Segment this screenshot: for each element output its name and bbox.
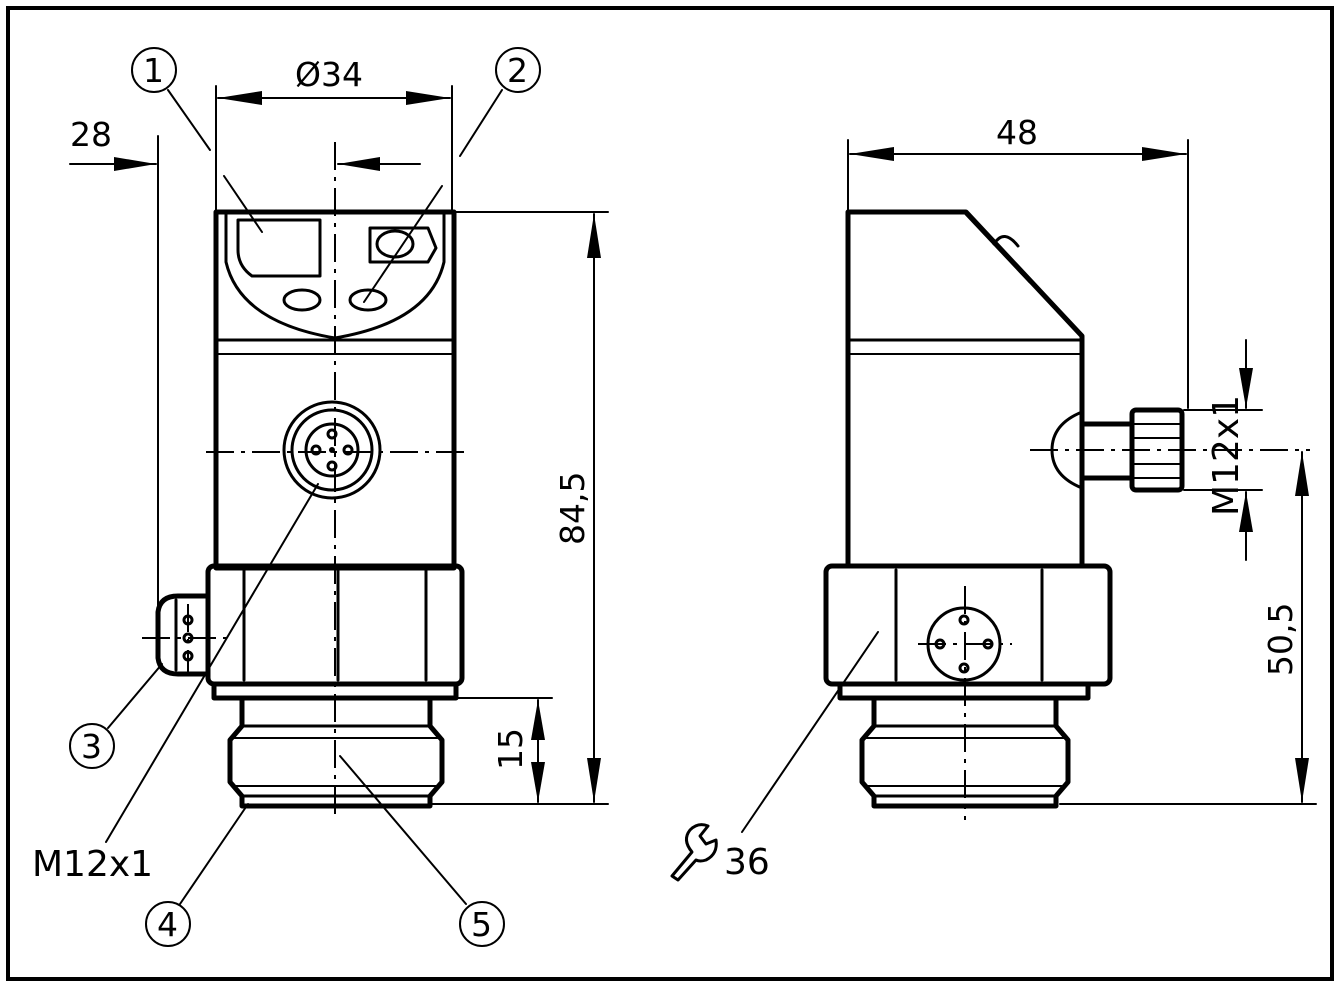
dim-conn-height-arrow-top xyxy=(1295,452,1309,496)
callout-2-leader-b xyxy=(363,185,443,303)
led xyxy=(375,229,415,259)
button-right xyxy=(348,288,388,312)
dim-offset-label: 28 xyxy=(70,115,112,154)
dim-offset-arrow-left xyxy=(114,157,156,171)
dim-conn-arrow-top xyxy=(1239,368,1253,408)
dim-height-arrow-top xyxy=(587,214,601,258)
display-window xyxy=(236,218,322,278)
dim-diameter-label: Ø34 xyxy=(295,55,363,94)
side-connector-thread-label: M12x1 xyxy=(1206,395,1247,516)
dim-height-arrow-bottom xyxy=(587,758,601,802)
callout-5-circle xyxy=(459,901,505,947)
connector-leader xyxy=(105,483,319,843)
front-connector-ring xyxy=(290,408,374,492)
callout-1-leader-b xyxy=(223,175,263,233)
front-connector-outer xyxy=(282,400,382,500)
callout-2-leader-a xyxy=(459,89,503,157)
front-connector-pin-3 xyxy=(342,444,354,456)
front-connector-inner xyxy=(304,422,360,478)
dim-conn-height-label: 50,5 xyxy=(1261,603,1300,676)
callout-1-circle xyxy=(131,47,177,93)
wrench-size-label: 36 xyxy=(724,842,770,883)
dim-conn-arrow-bottom xyxy=(1239,492,1253,532)
dim-height-label: 84,5 xyxy=(553,472,592,545)
front-connector-pin-2 xyxy=(310,444,322,456)
callout-4-leader xyxy=(179,803,249,905)
callout-1-leader-a xyxy=(167,89,211,151)
callout-1: 1 xyxy=(143,51,164,90)
side-housing xyxy=(845,209,1085,569)
dim-depth-arrow-left xyxy=(850,147,894,161)
callout-4-circle xyxy=(145,901,191,947)
dim-thread-arrow-top xyxy=(531,700,545,740)
side-plug xyxy=(155,593,211,677)
side-nut-pin-4 xyxy=(958,662,970,674)
front-view: Ø34 28 84,5 15 1 2 3 M12x1 xyxy=(32,47,609,947)
dim-dia-arrow-left xyxy=(218,91,262,105)
wrench-icon xyxy=(670,823,718,882)
callout-3-circle xyxy=(69,723,115,769)
button-left xyxy=(282,288,322,312)
dim-offset-arrow-right xyxy=(338,157,380,171)
dim-thread-label: 15 xyxy=(491,728,530,770)
dim-thread-arrow-bottom xyxy=(531,762,545,802)
drawing-frame xyxy=(6,6,1334,981)
wrench-leader xyxy=(741,631,879,833)
callout-5-leader xyxy=(339,755,467,905)
side-led-dome xyxy=(992,235,1020,248)
callout-2-circle xyxy=(495,47,541,93)
dim-dia-arrow-right xyxy=(406,91,450,105)
callout-2: 2 xyxy=(507,51,528,90)
callout-3: 3 xyxy=(81,727,102,766)
led-window xyxy=(368,226,438,264)
side-view: 48 M12x1 50,5 36 xyxy=(670,113,1317,883)
side-led-bump xyxy=(964,212,1032,284)
dim-depth-arrow-right xyxy=(1142,147,1186,161)
callout-3-leader xyxy=(107,663,163,729)
dim-conn-height-arrow-bottom xyxy=(1295,758,1309,802)
dim-depth-label: 48 xyxy=(996,113,1038,152)
callout-5: 5 xyxy=(471,905,492,944)
front-connector-thread-label: M12x1 xyxy=(32,844,153,885)
callout-4: 4 xyxy=(157,905,178,944)
